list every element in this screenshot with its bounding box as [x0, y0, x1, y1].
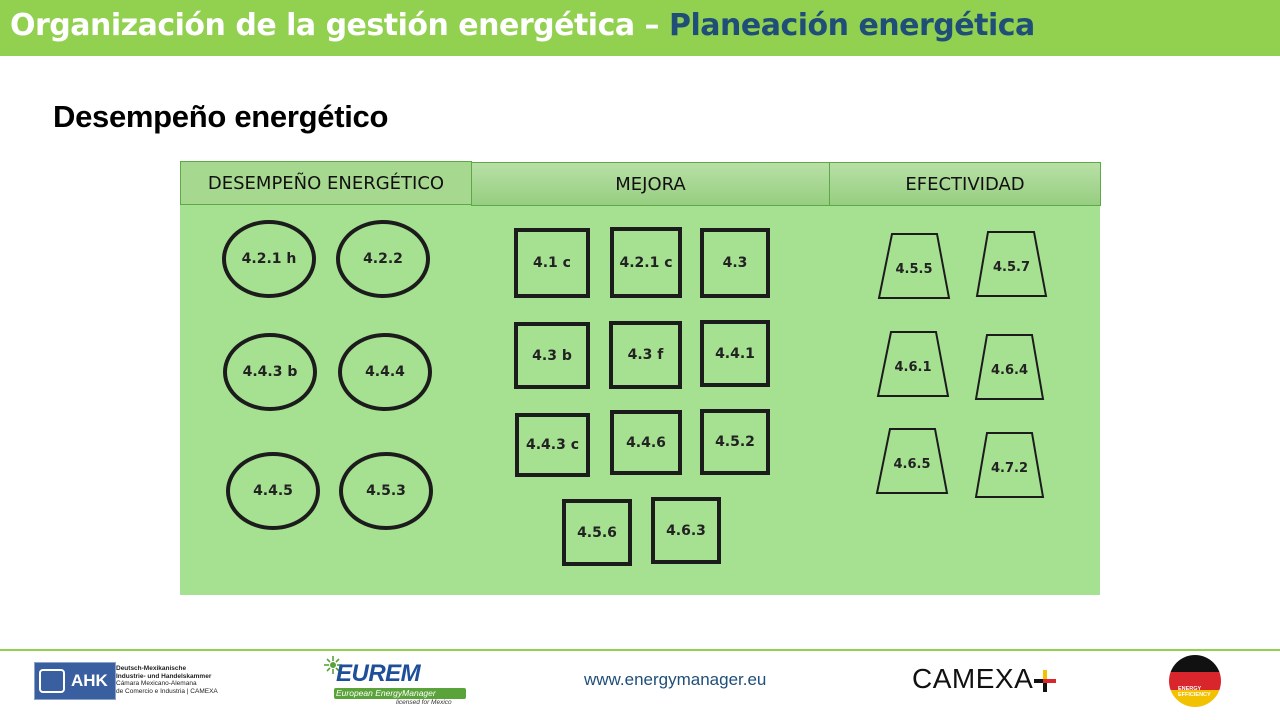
website-link[interactable]: www.energymanager.eu [584, 670, 767, 689]
square-item: 4.3 [700, 228, 770, 298]
square-item: 4.2.1 c [610, 227, 682, 298]
trapezoid-label: 4.6.5 [893, 456, 931, 472]
trapezoid-shape [974, 432, 1045, 498]
ahk-line4: de Comercio e Industria | CAMEXA [116, 687, 218, 695]
ahk-logo-text: AHK [71, 671, 108, 690]
camexa-logo: CAMEXA [912, 663, 1034, 694]
diagram-panel [180, 162, 1100, 595]
trapezoid-label: 4.5.5 [895, 261, 933, 277]
trapezoid-item: 4.5.5 [877, 232, 951, 300]
title-part1: Organización de la gestión energética – [10, 8, 669, 43]
eurem-subtitle: European EnergyManager [336, 688, 436, 698]
square-item: 4.4.1 [700, 320, 770, 387]
eurem-licensed: licensed for Mexico [396, 699, 452, 706]
header-bar: Organización de la gestión energética – … [0, 0, 1280, 56]
circle-item: 4.5.3 [339, 452, 433, 530]
eurem-bar [334, 688, 466, 699]
square-item: 4.3 f [609, 321, 682, 389]
trapezoid-shape [876, 331, 950, 397]
trapezoid-label: 4.7.2 [990, 460, 1028, 476]
square-item: 4.5.6 [562, 499, 632, 566]
square-item: 4.4.6 [610, 410, 682, 475]
trapezoid-item: 4.7.2 [974, 431, 1045, 499]
trapezoid-label: 4.5.7 [992, 259, 1030, 275]
section-subtitle: Desempeño energético [53, 99, 389, 134]
circle-item: 4.2.1 h [222, 220, 316, 298]
ahk-emblem-icon [39, 669, 65, 693]
camexa-plus-icon [1034, 670, 1056, 692]
eurem-star-icon [324, 656, 342, 674]
trapezoid-item: 4.6.1 [876, 330, 950, 398]
ahk-line1: Deutsch-Mexikanische [116, 665, 187, 672]
energy-efficiency-icon [1169, 655, 1221, 707]
eurem-name: EUREM [336, 660, 421, 687]
page-title: Organización de la gestión energética – … [10, 8, 1035, 43]
eurem-logo: EUREM European EnergyManager licensed fo… [322, 656, 468, 708]
energy-efficiency-label: ENERGY EFFICIENCY [1178, 686, 1211, 698]
trapezoid-label: 4.6.4 [990, 362, 1028, 378]
square-item: 4.5.2 [700, 409, 770, 475]
circle-item: 4.4.4 [338, 333, 432, 411]
square-item: 4.3 b [514, 322, 590, 389]
ahk-line3: Cámara Mexicano-Alemana [116, 680, 197, 687]
square-item: 4.4.3 c [515, 413, 590, 477]
trapezoid-shape [875, 428, 949, 494]
ahk-logo-caption: Deutsch-Mexikanische Industrie- und Hand… [116, 665, 236, 695]
ahk-logo: AHK [34, 662, 116, 700]
footer-divider [0, 649, 1280, 651]
tab-desempeno-energetico: DESEMPEÑO ENERGÉTICO [180, 161, 472, 205]
trapezoid-label: 4.6.1 [894, 359, 932, 375]
trapezoid-shape [975, 231, 1048, 297]
trapezoid-shape [974, 334, 1045, 400]
tab-efectividad: EFECTIVIDAD [829, 162, 1101, 206]
trapezoid-shape [877, 233, 951, 299]
tab-mejora: MEJORA [471, 162, 830, 206]
circle-item: 4.4.5 [226, 452, 320, 530]
trapezoid-item: 4.6.5 [875, 427, 949, 495]
square-item: 4.6.3 [651, 497, 721, 564]
ahk-line2: Industrie- und Handelskammer [116, 672, 212, 680]
title-part2: Planeación energética [669, 8, 1035, 43]
square-item: 4.1 c [514, 228, 590, 298]
circle-item: 4.4.3 b [223, 333, 317, 411]
circle-item: 4.2.2 [336, 220, 430, 298]
trapezoid-item: 4.6.4 [974, 333, 1045, 401]
trapezoid-item: 4.5.7 [975, 230, 1048, 298]
